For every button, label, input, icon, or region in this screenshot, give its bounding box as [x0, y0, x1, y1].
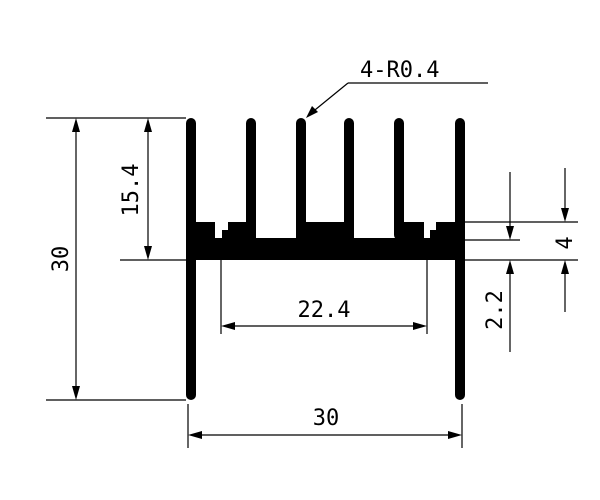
overall-height-dimension: 30 — [46, 117, 186, 401]
base-plate — [192, 238, 460, 260]
fin-3 — [344, 118, 354, 240]
overall-height-label: 30 — [49, 246, 74, 273]
fin-2 — [296, 118, 306, 240]
overall-width-label: 30 — [313, 406, 340, 431]
lip-height-dimension: 4 — [462, 168, 578, 312]
base-thickness-dimension: 2.2 — [462, 172, 520, 352]
fin-height-label: 15.4 — [119, 164, 144, 217]
heatsink-profile — [186, 118, 465, 400]
lip-height-label: 4 — [553, 236, 578, 249]
left-shoulder — [192, 222, 256, 240]
callout-label: 4-R0.4 — [360, 58, 439, 83]
fin-1 — [246, 118, 256, 240]
inner-width-label: 22.4 — [298, 298, 351, 323]
overall-width-dimension: 30 — [187, 404, 463, 448]
inner-width-dimension: 22.4 — [220, 240, 428, 334]
right-shoulder — [396, 222, 460, 240]
fin-4 — [394, 118, 404, 240]
radius-callout: 4-R0.4 — [306, 58, 488, 118]
center-pad — [296, 222, 354, 240]
left-wall — [186, 118, 196, 400]
fin-height-dimension: 15.4 — [119, 118, 192, 261]
base-thickness-label: 2.2 — [483, 290, 508, 330]
